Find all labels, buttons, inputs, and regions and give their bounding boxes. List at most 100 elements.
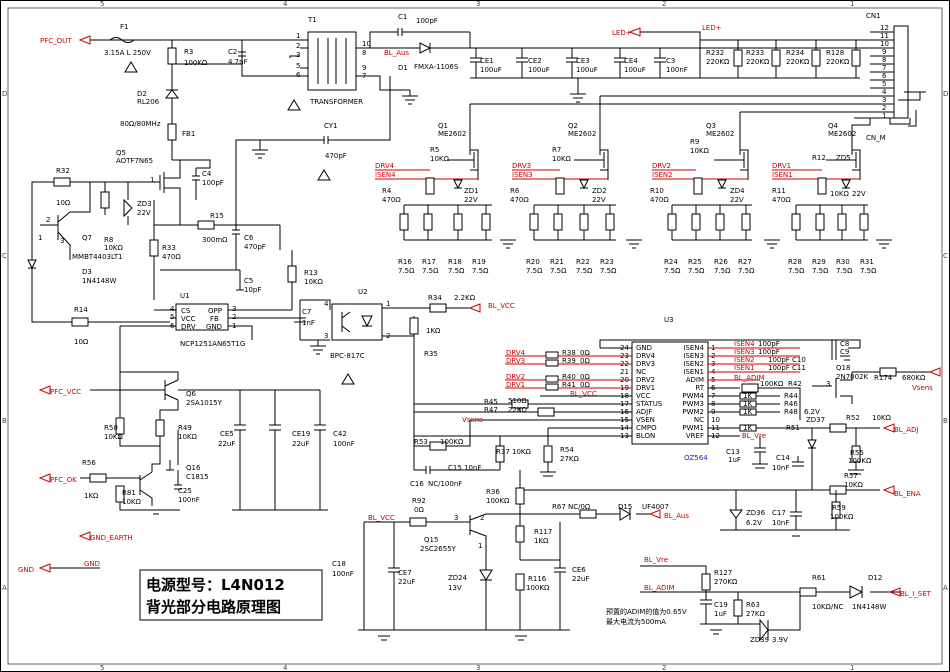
r24-value: 7.5Ω <box>664 267 681 275</box>
zd36-value: 6.2V <box>746 519 762 527</box>
grid-row-b-right: B <box>943 417 948 425</box>
note-adim-2: 最大电流为500mA <box>606 617 666 626</box>
net-isen1: ISEN1 <box>734 364 755 372</box>
output-rail: BL_Aus D1 FMXA-1106S C1 100pF CE1 100uF … <box>369 12 926 142</box>
r67-value: NC/0Ω <box>568 503 591 511</box>
zd24-label: ZD24 <box>448 574 468 582</box>
t1-value: TRANSFORMER <box>309 98 363 106</box>
ce3-label: CE3 <box>576 57 590 65</box>
q6-value: 2SA1015Y <box>186 399 223 407</box>
grid-col-5-bottom: 5 <box>100 664 104 672</box>
r29-label: R29 <box>812 258 826 266</box>
net-isen4: ISEN4 <box>734 340 755 348</box>
r67-label: R67 <box>552 503 566 511</box>
d3-label: D3 <box>82 268 92 276</box>
svg-text:2: 2 <box>46 216 50 224</box>
pfc-vcc-section: PFC_VCC Q6 2SA1015Y R50 10KΩ R49 10KΩ CE… <box>18 371 355 574</box>
r45-value: 510Ω <box>508 397 527 405</box>
r25-value: 7.5Ω <box>688 267 705 275</box>
c9-label: C9 <box>840 348 849 356</box>
svg-text:9: 9 <box>882 48 886 56</box>
ce2-label: CE2 <box>528 57 542 65</box>
svg-text:1: 1 <box>296 32 300 40</box>
u3-pin-right-1: ISEN3 <box>683 352 704 360</box>
d3-value: 1N4148W <box>82 277 117 285</box>
r57-value: 10KΩ <box>844 481 863 489</box>
r26-value: 7.5Ω <box>714 267 731 275</box>
drv4-label: DRV4 <box>375 162 395 170</box>
net-led-plus-2: LED+ <box>702 24 722 32</box>
d12-value: 1N4148W <box>852 603 887 611</box>
grid-col-2-bottom: 2 <box>662 664 666 672</box>
r128-value: 220KΩ <box>826 58 850 66</box>
r3-value: 100KΩ <box>184 59 208 67</box>
r117-label: R117 <box>534 528 552 536</box>
grid-row-b: B <box>2 417 7 425</box>
r47-label: R47 <box>484 406 498 414</box>
r18-value: 7.5Ω <box>448 267 465 275</box>
net-gnd: GND <box>18 566 34 574</box>
net-bl-ena: BL_ENA <box>894 490 921 498</box>
r37-label: R37 <box>496 448 510 456</box>
net-bl-adj: BL_ADJ <box>894 426 918 434</box>
r15-value: 300mΩ <box>202 236 228 244</box>
r234-label: R234 <box>786 49 805 57</box>
r38-value: 0Ω <box>580 349 590 357</box>
u3-ic: U3 OZ564 <box>631 316 709 462</box>
d2-value: RL206 <box>137 98 160 106</box>
zd4-value: 22V <box>730 196 744 204</box>
net-bl-vcc: BL_VCC <box>488 302 515 310</box>
net-vsens-2: Vsens <box>912 384 933 392</box>
net-pfc-ok: PFC_OK <box>50 476 77 484</box>
zd39-label: ZD39 <box>750 636 769 644</box>
q5-value: AOTF7N65 <box>116 157 153 165</box>
c18-value: 100nF <box>332 570 354 578</box>
u3-pin-right-0: ISEN4 <box>683 344 704 352</box>
r127-value: 270KΩ <box>714 578 738 586</box>
u1-pin-opp: OPP <box>208 307 222 315</box>
q7-value: MMBT4403LT1 <box>72 253 123 261</box>
c14-label: C14 <box>776 454 790 462</box>
r29-value: 7.5Ω <box>812 267 829 275</box>
u3-pin-left-3: NC <box>636 368 646 376</box>
u3-pin-left-1: DRV4 <box>636 352 656 360</box>
title-box <box>139 569 323 621</box>
warning-icon <box>287 99 301 111</box>
c42-value: 100nF <box>333 440 355 448</box>
r59-value: 100KΩ <box>830 513 854 521</box>
u2-label: U2 <box>358 288 368 296</box>
r92-label: R92 <box>412 497 426 505</box>
r45-label: R45 <box>484 398 498 406</box>
r56-value: 1KΩ <box>84 492 99 500</box>
u3-pin-right-5: RT <box>695 384 704 392</box>
net-bl-aus-2: BL_Aus <box>664 512 689 520</box>
r27-value: 7.5Ω <box>738 267 755 275</box>
r10-label: R10 <box>650 187 664 195</box>
u3-pin-left-11: BLON <box>636 432 655 440</box>
r49-label: R49 <box>178 424 192 432</box>
grid-row-c-right: C <box>943 252 948 260</box>
c10-label: C10 <box>792 356 806 364</box>
net-bl-adim: BL_ADIM <box>734 374 765 382</box>
q7-section: 2 3 1 Q7 MMBT4403LT1 R8 10KΩ D3 1N4148W … <box>27 182 170 346</box>
f1-label: F1 <box>120 23 128 31</box>
r36-value: 100KΩ <box>486 497 510 505</box>
f1-value: 3.15A L 250V <box>104 49 151 57</box>
c7-value: 1nF <box>302 319 315 327</box>
c1-value: 100pF <box>416 17 438 25</box>
u3-pin-left-6: VCC <box>636 392 651 400</box>
r174-value: 680KΩ <box>902 374 926 382</box>
u3-pin-num-right-9: 10 <box>711 416 720 424</box>
grid-col-1: 1 <box>850 0 854 8</box>
svg-text:1: 1 <box>38 234 42 242</box>
u1-pin-drv: DRV <box>181 323 196 331</box>
u3-pin-num-left-3: 21 <box>620 368 629 376</box>
warning-icon <box>317 169 331 181</box>
q4-label: Q4 <box>828 122 839 130</box>
q4-value: ME2602 <box>828 130 856 138</box>
q2-value: ME2602 <box>568 130 596 138</box>
net-vsens: Vsens <box>462 416 483 424</box>
u3-pin-left-5: DRV1 <box>636 384 655 392</box>
u1-pin-gnd: GND <box>206 323 222 331</box>
